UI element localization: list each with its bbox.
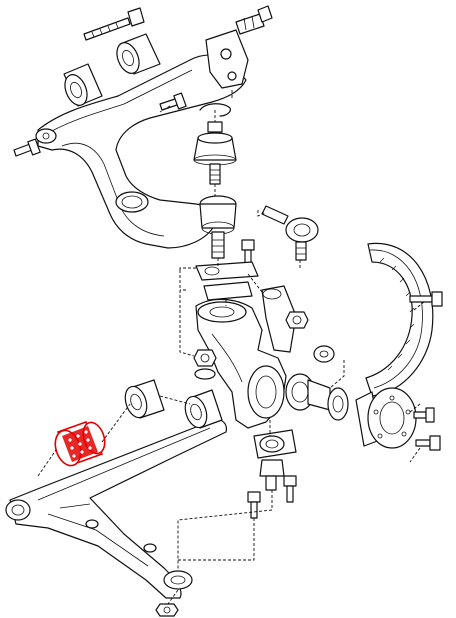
hub-bolt-lower[interactable] <box>415 435 441 451</box>
steering-knuckle[interactable] <box>195 285 297 429</box>
circlip[interactable] <box>199 103 231 117</box>
hub-spacer[interactable] <box>327 387 349 421</box>
small-bolt-left[interactable] <box>13 138 41 157</box>
hub-bolt-upper[interactable] <box>413 407 435 423</box>
lower-arm-rear-bushing[interactable] <box>182 389 223 430</box>
small-bolt-mid[interactable] <box>159 92 187 111</box>
lower-arm-front-bushing[interactable] <box>122 379 165 420</box>
lower-ball-joint[interactable] <box>253 429 297 491</box>
wheel-hub[interactable] <box>355 387 417 449</box>
lower-arm-bushing-highlighted[interactable] <box>51 420 108 469</box>
tie-rod-end[interactable] <box>261 205 319 261</box>
lower-strut-ball-joint[interactable] <box>199 195 237 259</box>
upper-bushing-left[interactable] <box>61 63 103 109</box>
lower-joint-bolt-right[interactable] <box>283 475 297 503</box>
bottom-nut[interactable] <box>155 603 179 617</box>
lower-joint-bolt-left[interactable] <box>247 491 261 519</box>
lower-nut[interactable] <box>193 349 217 380</box>
brake-backing-plate[interactable] <box>365 242 434 397</box>
wedge-plate[interactable] <box>195 261 259 301</box>
knuckle-nut[interactable] <box>285 311 309 329</box>
upper-pivot-bolt-right[interactable] <box>235 5 273 35</box>
knuckle-washer[interactable] <box>313 345 335 363</box>
shield-bolt[interactable] <box>409 291 443 307</box>
assembly-guide-lines <box>37 90 425 605</box>
lower-control-arm[interactable] <box>5 419 227 599</box>
upper-ball-joint[interactable] <box>193 121 237 185</box>
upper-pivot-bolt[interactable] <box>83 7 145 41</box>
wheel-bearing[interactable] <box>285 373 331 411</box>
upper-control-arm[interactable] <box>35 29 249 249</box>
upper-bushing-right[interactable] <box>113 33 161 77</box>
